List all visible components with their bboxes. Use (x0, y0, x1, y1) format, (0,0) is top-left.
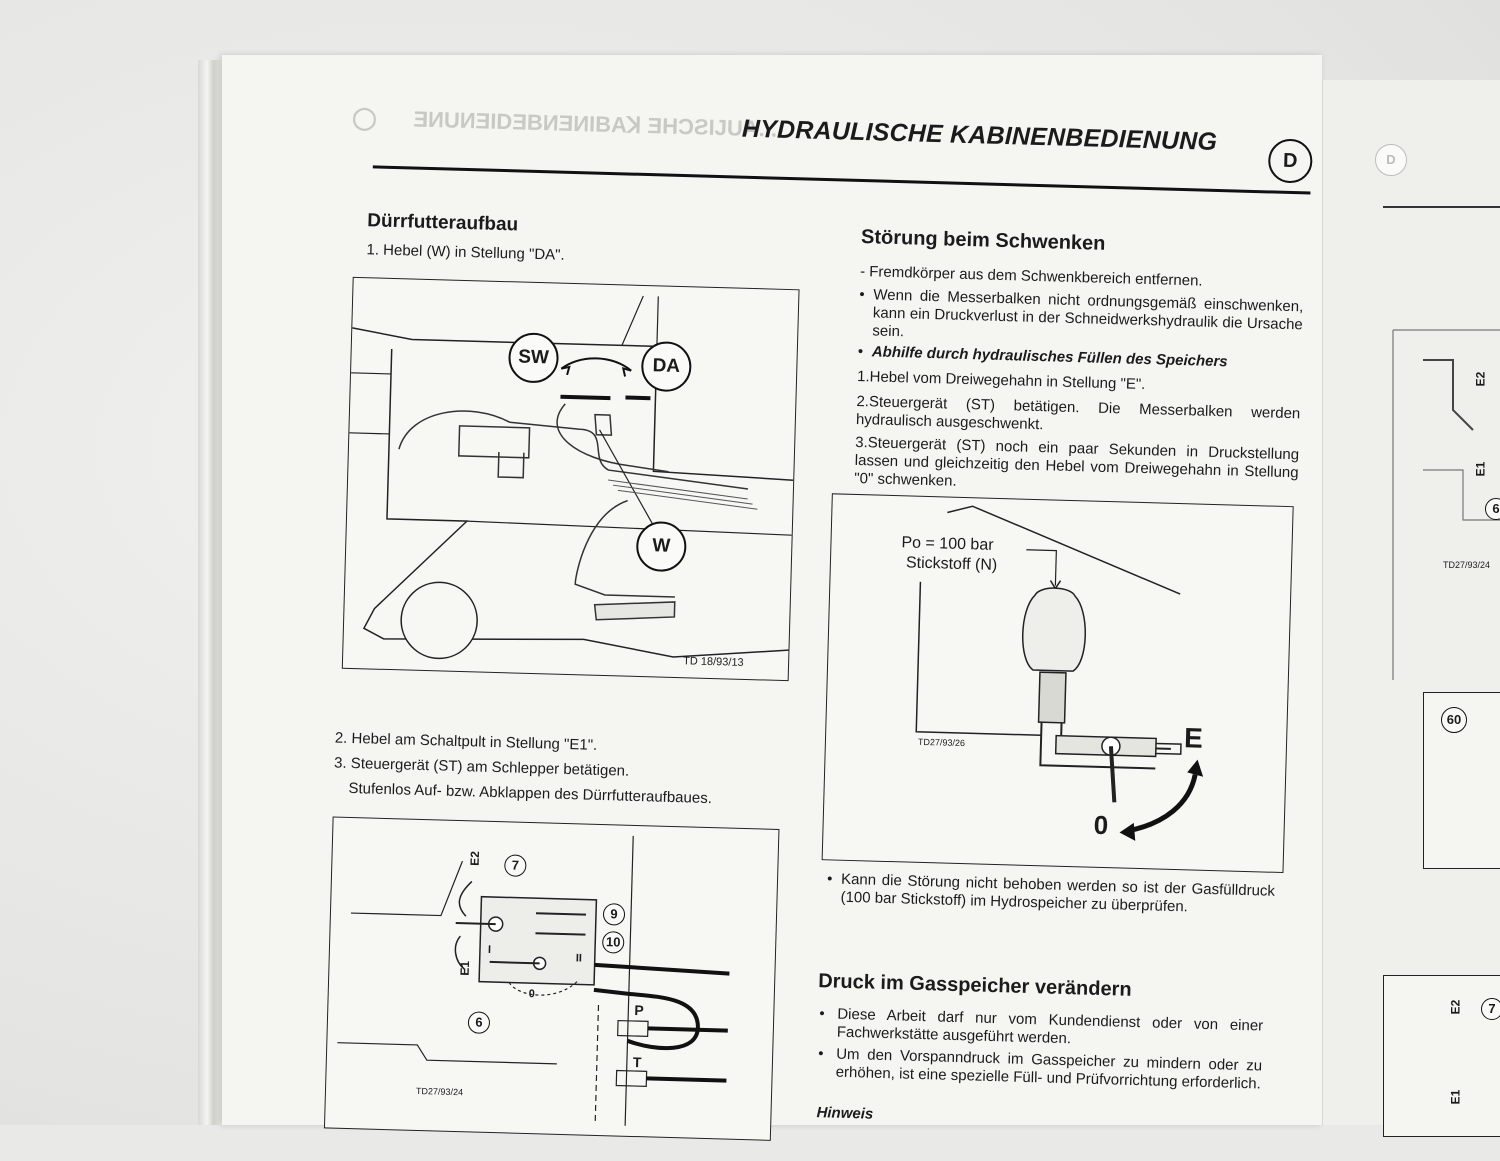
next-page-rule (1383, 206, 1500, 208)
next-page-figure-c (1383, 975, 1500, 1137)
right-bullet-prestress: Um den Vorspanndruck im Gasspeicher zu m… (835, 1045, 1263, 1093)
header-rule (372, 165, 1311, 195)
next-page-lang-badge: D (1375, 144, 1407, 176)
left-step-3-continued: Stufenlos Auf- bzw. Abklappen des Dürrfu… (348, 779, 713, 808)
next-page-figure-a-ref: TD27/93/24 (1443, 560, 1491, 570)
figure-1-drawing (349, 295, 794, 660)
fig2-port-t: T (632, 1053, 642, 1071)
next-page-figure-a (1392, 329, 1500, 680)
left-step-2: 2. Hebel am Schaltpult in Stellung "E1". (334, 729, 598, 754)
right-bullet-marker-1: • (859, 286, 865, 304)
right-bullet-service: Diese Arbeit darf nur vom Kundendienst o… (836, 1005, 1264, 1048)
fig3-label-pressure: Po = 100 bar (901, 534, 994, 554)
figure-duerrfutteraufbau: SW DA W TD 18/93/13 (341, 276, 800, 682)
fig2-port-p: P (634, 1001, 644, 1019)
section-title-duerrfutteraufbau: Dürrfutteraufbau (367, 210, 519, 236)
page-stack-edges (198, 60, 224, 1125)
right-item-remove-objects: - Fremdkörper aus dem Schwenkbereich ent… (859, 263, 1203, 290)
figure-2-drawing (337, 835, 730, 1126)
next-page-callout-7: 7 (1481, 998, 1500, 1020)
right-step-2: 2.Steuergerät (ST) betätigen. Die Messer… (855, 392, 1301, 434)
next-page-callout-60: 60 (1441, 707, 1467, 733)
figure-schaltpult: E2 E1 7 9 10 6 I II 0 P T TD27/93/24 (323, 816, 780, 1141)
fig2-e1-label: E1 (457, 960, 473, 976)
right-bullet-marker-2: • (857, 342, 864, 361)
figure-1-ref: TD 18/93/13 (682, 655, 744, 669)
right-note-gas-pressure: Kann die Störung nicht behoben werden so… (840, 870, 1276, 916)
right-step-1: 1.Hebel vom Dreiwegehahn in Stellung "E"… (856, 367, 1146, 394)
figure-3-ref: TD27/93/26 (917, 736, 966, 749)
show-through-ghost-header: ◯ ƎИUИƎIDƎBИƎИIBAꓘ ƎHƆƧIJUA... (351, 104, 778, 142)
fig2-pos-i: I (487, 943, 492, 956)
section-title-gasspeicher: Druck im Gasspeicher verändern (817, 970, 1132, 1001)
fig2-pos-ii: II (575, 952, 583, 965)
figure-speicher: Po = 100 bar Stickstoff (N) E 0 TD27/93/… (821, 493, 1294, 874)
next-page-callout-6: 6 (1485, 498, 1500, 520)
right-cutoff-heading: Hinweis (816, 1104, 874, 1123)
language-badge: D (1267, 138, 1313, 184)
right-step-3: 3.Steuergerät (ST) noch ein paar Sekunde… (854, 433, 1300, 490)
fig2-pos-0: 0 (528, 988, 536, 1001)
left-step-1: 1. Hebel (W) in Stellung "DA". (366, 241, 565, 264)
left-step-3: 3. Steuergerät (ST) am Schlepper betätig… (333, 754, 630, 780)
right-item-pressure-loss: Wenn die Messerbalken nicht ordnungsgemä… (872, 286, 1304, 341)
section-title-stoerung: Störung beim Schwenken (860, 226, 1106, 255)
fig3-label-nitrogen: Stickstoff (N) (905, 554, 998, 574)
page-title: HYDRAULISCHE KABINENBEDIENUNG (741, 114, 1218, 156)
right-bullet-marker-4: • (817, 1045, 824, 1063)
right-note-marker: • (826, 870, 833, 888)
right-bullet-marker-3: • (819, 1005, 825, 1023)
fig2-e2-label: E2 (467, 850, 483, 867)
fig3-position-0: 0 (1093, 809, 1109, 841)
figure-3-drawing (915, 505, 1204, 841)
figure-2-ref: TD27/93/24 (415, 1085, 464, 1098)
next-page: D E2 E1 6 TD27/93/24 60 E2 7 E1 (1322, 80, 1500, 1137)
fig3-position-e: E (1183, 722, 1204, 754)
